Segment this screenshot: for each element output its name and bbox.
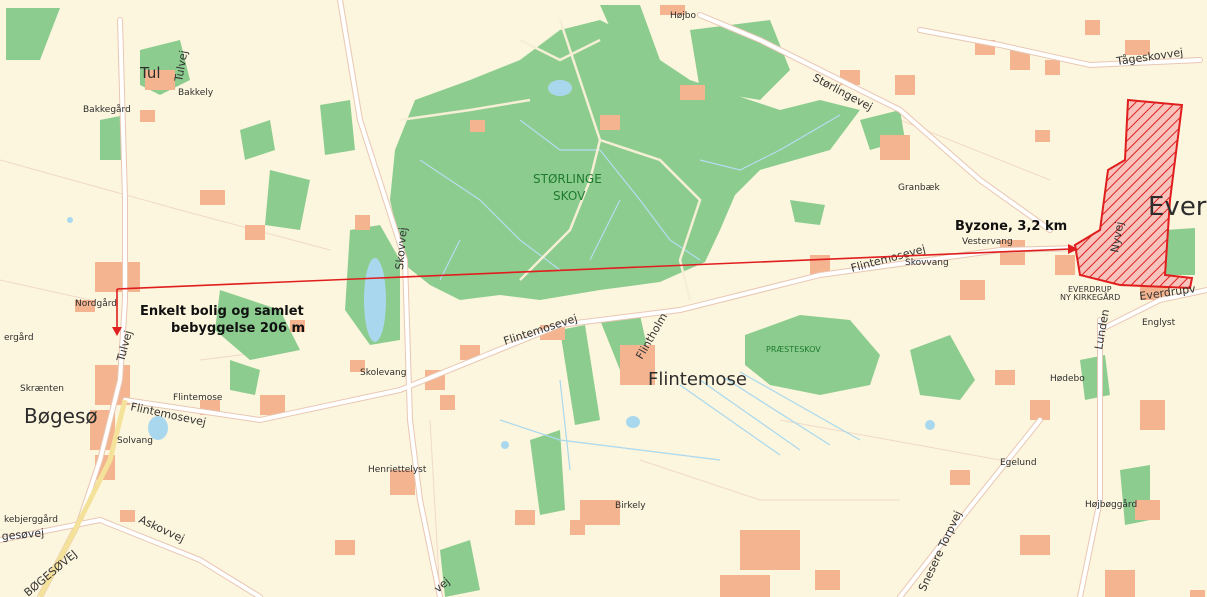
label-bogeso: Bøgesø: [24, 404, 98, 428]
byzone-area: [1073, 98, 1194, 290]
label-granbaek: Granbæk: [898, 183, 940, 193]
annotation-enkelt-line1: Enkelt bolig og samlet: [140, 304, 304, 319]
label-bergard: ergård: [4, 332, 34, 343]
label-vestervang: Vestervang: [962, 237, 1013, 247]
label-everdrup-kirkegard-1: EVERDRUP: [1068, 285, 1112, 294]
storlinge-skov-forest: [390, 20, 860, 300]
bogesovej-main-road: [37, 399, 128, 597]
road-gesovej: gesøvej: [1, 526, 45, 543]
forest-s2: [440, 540, 480, 597]
label-hojbo: Højbo: [670, 11, 696, 21]
annotation-enkelt-line2: bebyggelse 206 m: [171, 321, 305, 336]
label-bakkely: Bakkely: [178, 88, 214, 98]
byzone-arrowhead: [1068, 244, 1078, 254]
label-kebjerggard: kebjerggård: [4, 514, 58, 525]
label-solvang: Solvang: [117, 436, 153, 446]
pond-2: [501, 441, 509, 449]
forest-north-strip: [600, 5, 690, 80]
forest-w5: [215, 290, 300, 360]
pond-bogeso: [148, 416, 168, 440]
enkelt-arrowhead: [112, 327, 122, 336]
lake-north: [548, 80, 572, 96]
label-storlinge: STØRLINGE: [533, 172, 602, 186]
label-birkely: Birkely: [615, 501, 646, 511]
field-lines: [0, 119, 1051, 597]
forest-s4: [560, 325, 600, 425]
forest-e1: [910, 335, 975, 400]
distance-annotations: [112, 244, 1078, 336]
label-skraenten: Skrænten: [20, 384, 64, 394]
forest-w4: [100, 115, 125, 160]
label-everd: Everd: [1148, 192, 1207, 222]
forest-streams: [419, 114, 841, 281]
label-skov: SKOV: [553, 189, 586, 203]
label-englyst: Englyst: [1142, 318, 1176, 328]
label-egelund: Egelund: [1000, 458, 1037, 468]
annotation-byzone: Byzone, 3,2 km: [955, 219, 1067, 234]
forest-northwest: [6, 8, 60, 60]
byzone-distance-line: [116, 248, 1071, 290]
road-nyvej: Nyvej: [1108, 221, 1126, 254]
forest-w3: [240, 120, 275, 160]
pond-1: [626, 416, 640, 428]
lake-skovvej: [364, 258, 386, 342]
pond-4: [67, 217, 73, 223]
label-henriettelyst: Henriettelyst: [368, 465, 427, 475]
forest-w2: [320, 100, 355, 155]
road-tulvej-north: Tulvej: [172, 49, 190, 83]
road-skovvej: Skovvej: [393, 227, 410, 271]
forest-e4: [1165, 228, 1195, 275]
label-skolevang: Skolevang: [360, 368, 406, 378]
forest-e2: [790, 200, 825, 225]
label-bakkegard: Bakkegård: [83, 104, 131, 115]
settlements: [75, 5, 1205, 597]
forest-s1: [530, 430, 565, 515]
label-everdrup-kirkegard-2: NY KIRKEGÅRD: [1060, 291, 1120, 302]
label-flintemose-small: Flintemose: [173, 393, 223, 403]
label-praesteskov: PRÆSTESKOV: [766, 345, 821, 354]
label-hojboggard: Højbøggård: [1085, 499, 1137, 510]
label-nordgard: Nordgård: [75, 298, 117, 309]
pond-3: [925, 420, 935, 430]
label-tul: Tul: [139, 64, 161, 82]
label-skovvang: Skovvang: [905, 258, 949, 268]
label-hadebo: Hødebo: [1050, 374, 1085, 384]
label-flintemose: Flintemose: [648, 369, 747, 390]
forest-w6: [230, 360, 260, 395]
forest-praesteskov: [745, 315, 880, 395]
forest-w1: [265, 170, 310, 230]
drainage-ditches: [499, 371, 861, 471]
forest-tracks: [399, 19, 702, 301]
